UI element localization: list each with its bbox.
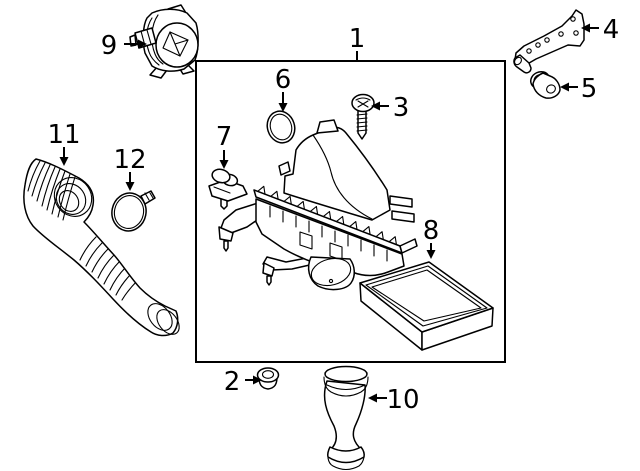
- arrowhead-icon: [581, 23, 590, 33]
- arrowhead-icon: [125, 182, 135, 191]
- callout-6[interactable]: 6: [275, 65, 292, 112]
- callout-4[interactable]: 4: [581, 15, 619, 45]
- air-cleaner-housing-drawing: [218, 119, 418, 291]
- arrowhead-icon: [560, 82, 569, 92]
- arrowhead-icon: [253, 375, 262, 385]
- part-2-grommet-drawing: [256, 367, 280, 390]
- callout-1-label[interactable]: 1: [349, 24, 366, 54]
- callout-6-label[interactable]: 6: [275, 65, 292, 95]
- part-10-intake-duct-drawing: [323, 365, 369, 471]
- callout-7-label[interactable]: 7: [216, 122, 233, 152]
- callout-8-label[interactable]: 8: [423, 216, 440, 246]
- arrowhead-icon: [219, 160, 229, 169]
- part-12-hose-clamp-drawing: [111, 190, 156, 232]
- arrowhead-icon: [278, 103, 288, 112]
- part-8-filter-element-drawing: [359, 261, 494, 351]
- callout-4-label[interactable]: 4: [603, 15, 620, 45]
- part-3-screw-drawing: [351, 93, 375, 140]
- callout-11[interactable]: 11: [47, 120, 81, 166]
- arrowhead-icon: [59, 157, 69, 166]
- callout-9[interactable]: 9: [101, 31, 147, 61]
- callout-8[interactable]: 8: [423, 216, 440, 259]
- callout-10[interactable]: 10: [368, 385, 420, 415]
- callout-1[interactable]: 1: [349, 24, 366, 61]
- callout-7[interactable]: 7: [216, 122, 233, 169]
- callout-5-label[interactable]: 5: [581, 74, 598, 104]
- callout-12[interactable]: 12: [113, 145, 147, 191]
- arrowhead-icon: [138, 39, 147, 49]
- arrowhead-icon: [371, 101, 380, 111]
- callout-11-label[interactable]: 11: [47, 120, 80, 150]
- arrowhead-icon: [426, 250, 436, 259]
- callout-3[interactable]: 3: [371, 93, 409, 123]
- callout-3-label[interactable]: 3: [393, 93, 410, 123]
- part-11-intake-hose-drawing: [23, 158, 180, 337]
- arrowhead-icon: [368, 393, 377, 403]
- callout-12-label[interactable]: 12: [113, 145, 146, 175]
- part-4-bracket-drawing: [513, 9, 585, 74]
- callout-10-label[interactable]: 10: [386, 385, 419, 415]
- callout-2[interactable]: 2: [224, 367, 262, 397]
- callout-2-label[interactable]: 2: [224, 367, 241, 397]
- part-1-assembly-outline-box: [195, 60, 506, 363]
- part-7-sensor-drawing: [208, 168, 248, 210]
- callout-9-label[interactable]: 9: [101, 31, 118, 61]
- callout-5[interactable]: 5: [560, 74, 597, 104]
- part-6-seal-ring-drawing: [266, 110, 296, 144]
- part-5-bushing-drawing: [530, 70, 561, 99]
